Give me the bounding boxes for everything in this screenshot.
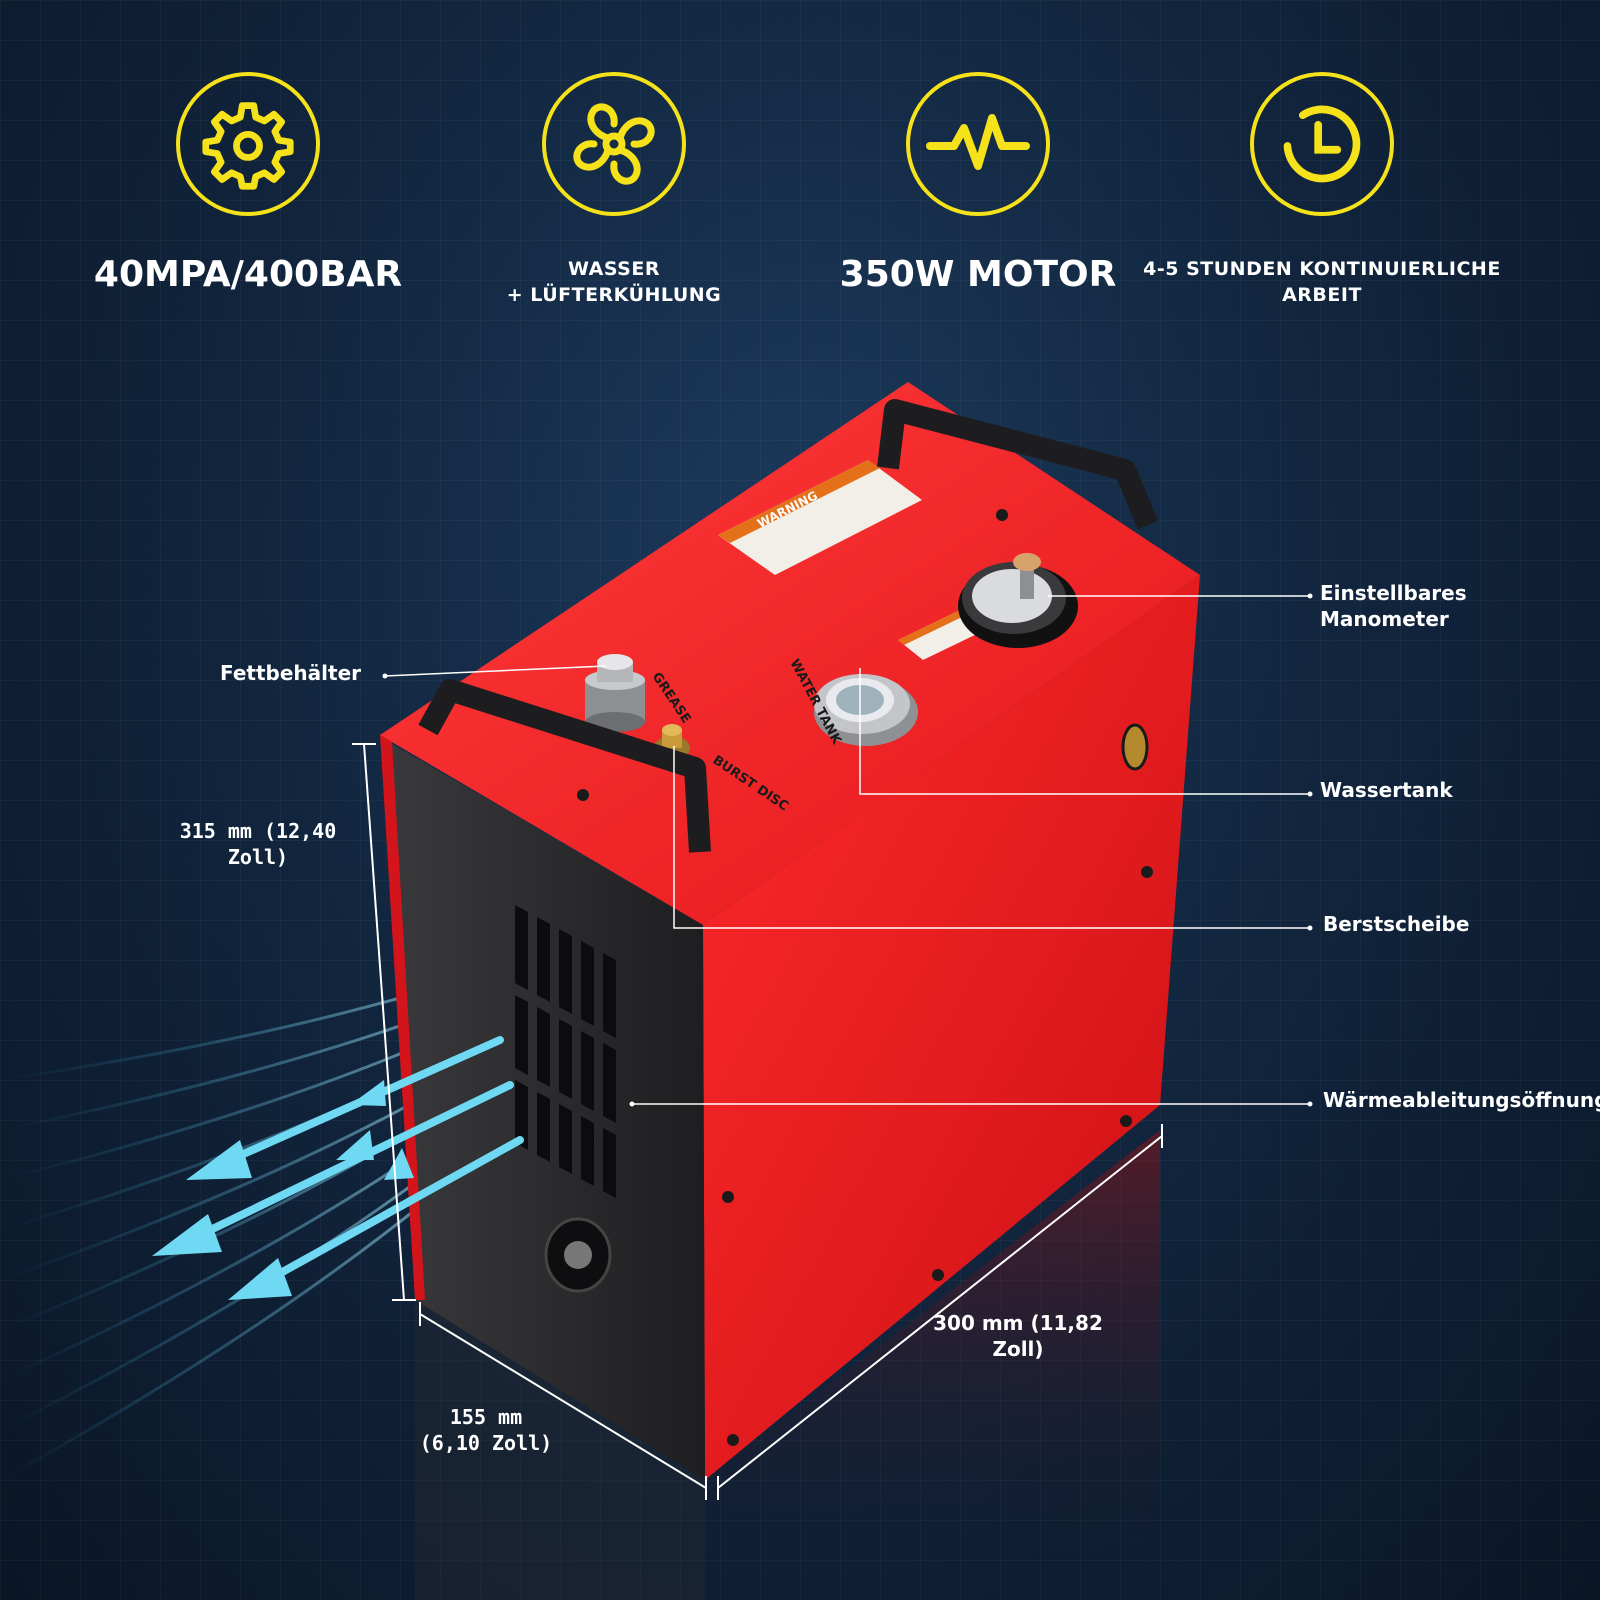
dimension-width: 300 mm (11,82 Zoll) — [933, 1311, 1103, 1361]
feature-ring — [176, 72, 320, 216]
clock-icon — [1283, 105, 1361, 183]
feature-ring — [1250, 72, 1394, 216]
gear-icon — [202, 102, 294, 190]
rivets — [577, 509, 1153, 1446]
callout-wassertank: Wassertank — [1320, 778, 1453, 802]
callout-fettbehaelter: Fettbehälter — [220, 661, 361, 685]
front-handle — [418, 679, 711, 853]
feature-label: 4-5 STUNDEN KONTINUIERLICHE ARBEIT — [1143, 258, 1501, 306]
dimension-depth: 155 mm (6,10 Zoll) — [419, 1405, 553, 1455]
warning-label: WARNING — [718, 460, 1010, 660]
leader-lines — [384, 595, 1310, 1105]
dimension-lines — [352, 743, 1163, 1500]
floor-reflection-front — [415, 1300, 705, 1600]
feature-pressure: 40MPA/400BAR — [68, 72, 428, 295]
floor-reflection — [705, 1130, 1160, 1600]
device-front-red-edge — [380, 735, 425, 1300]
feature-runtime: 4-5 STUNDEN KONTINUIERLICHE ARBEIT — [1142, 72, 1502, 308]
feature-motor: 350W MOTOR — [798, 72, 1158, 295]
grease-container — [585, 654, 645, 732]
device-top — [380, 382, 1200, 925]
vent-slots — [515, 905, 616, 1198]
fan-icon — [573, 103, 655, 185]
feature-label: WASSER + LÜFTERKÜHLUNG — [506, 258, 722, 306]
side-port — [1121, 723, 1149, 771]
leader-dots — [382, 593, 1313, 1107]
airflow-arrows — [152, 1036, 524, 1300]
dimension-height: 315 mm (12,40 Zoll) — [179, 819, 337, 869]
pulse-icon — [926, 114, 1030, 170]
callout-waermeableitung: Wärmeableitungsöffnung — [1323, 1088, 1600, 1112]
feature-label: 350W MOTOR — [839, 254, 1117, 295]
feature-ring — [542, 72, 686, 216]
callout-berstscheibe: Berstscheibe — [1323, 912, 1470, 936]
device-right-side — [703, 575, 1200, 1480]
rear-handle — [877, 399, 1159, 530]
water-tank-sight-glass — [814, 674, 918, 746]
manometer — [958, 553, 1078, 648]
feature-ring — [906, 72, 1050, 216]
callout-manometer: Einstellbares Manometer — [1320, 581, 1467, 631]
feature-label: 40MPA/400BAR — [93, 254, 403, 295]
feature-cooling: WASSER + LÜFTERKÜHLUNG — [434, 72, 794, 308]
